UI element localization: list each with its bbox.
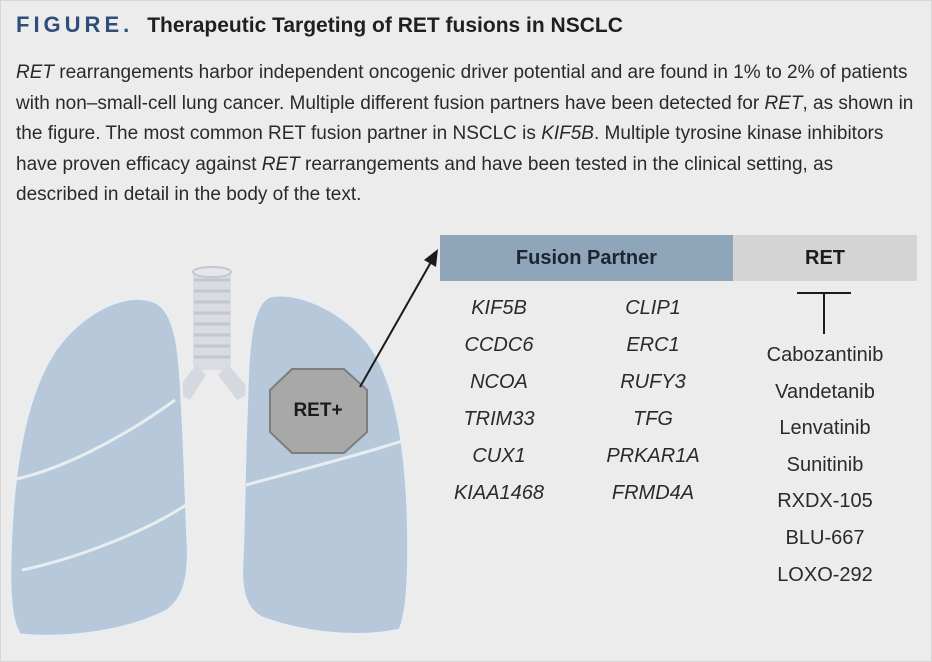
fusion-partner: PRKAR1A: [606, 445, 700, 467]
caption-italic-1: RET: [16, 62, 54, 83]
fusion-partner: FRMD4A: [611, 482, 695, 504]
inhibitor-list: Cabozantinib Vandetanib Lenvatinib Sunit…: [733, 337, 917, 593]
arrow-to-fusion-partner: [359, 249, 438, 388]
caption-text-1: rearrangements harbor independent oncoge…: [16, 62, 908, 114]
fusion-partner: KIF5B: [471, 297, 527, 319]
figure-header: FIGURE. Therapeutic Targeting of RET fus…: [16, 12, 623, 42]
caption-italic-4: RET: [261, 153, 300, 175]
fusion-partner: TRIM33: [463, 408, 535, 430]
fusion-partner: RUFY3: [620, 371, 686, 393]
inhibitor-drug: LOXO-292: [777, 563, 873, 586]
fusion-partner: CLIP1: [625, 297, 681, 319]
caption-italic-3: KIF5B: [541, 123, 594, 144]
ret-plus-label: RET+: [293, 400, 343, 421]
fusion-partner-header: Fusion Partner: [440, 235, 733, 281]
ret-header: RET: [733, 235, 917, 281]
fusion-partner: CUX1: [472, 445, 526, 467]
fusion-partner: NCOA: [470, 371, 528, 393]
lungs-illustration: [8, 266, 411, 638]
caption-text-4: rearrangements and have been tested in t…: [16, 153, 834, 206]
caption-text-2: , as shown in the figure. The most commo…: [16, 92, 914, 145]
fusion-partner: CCDC6: [464, 334, 534, 356]
fusion-partners-left: KIF5B CCDC6 NCOA TRIM33 CUX1 KIAA1468: [424, 290, 574, 512]
inhibition-symbol: [797, 292, 851, 334]
caption-text-3: . Multiple tyrosine kinase inhibitors ha…: [16, 123, 884, 175]
figure-label: FIGURE.: [16, 12, 134, 37]
inhibitor-drug: RXDX-105: [777, 490, 873, 513]
inhibitor-drug: Lenvatinib: [779, 417, 871, 440]
fusion-partner: ERC1: [626, 334, 680, 356]
figure-caption: RET rearrangements harbor independent on…: [16, 58, 918, 211]
fusion-partner: TFG: [633, 408, 673, 430]
inhibitor-drug: Vandetanib: [775, 380, 875, 403]
fusion-partners-right: CLIP1 ERC1 RUFY3 TFG PRKAR1A FRMD4A: [578, 290, 728, 512]
inhibitor-drug: Cabozantinib: [766, 344, 884, 366]
inhibitor-drug: BLU-667: [785, 526, 865, 549]
figure-title: Therapeutic Targeting of RET fusions in …: [147, 14, 623, 37]
fusion-partner: KIAA1468: [453, 482, 545, 504]
caption-italic-2: RET: [764, 92, 803, 114]
inhibitor-drug: Sunitinib: [786, 453, 864, 476]
ret-tumor: [269, 368, 368, 454]
left-lung: [8, 297, 190, 638]
trachea: [175, 266, 252, 400]
